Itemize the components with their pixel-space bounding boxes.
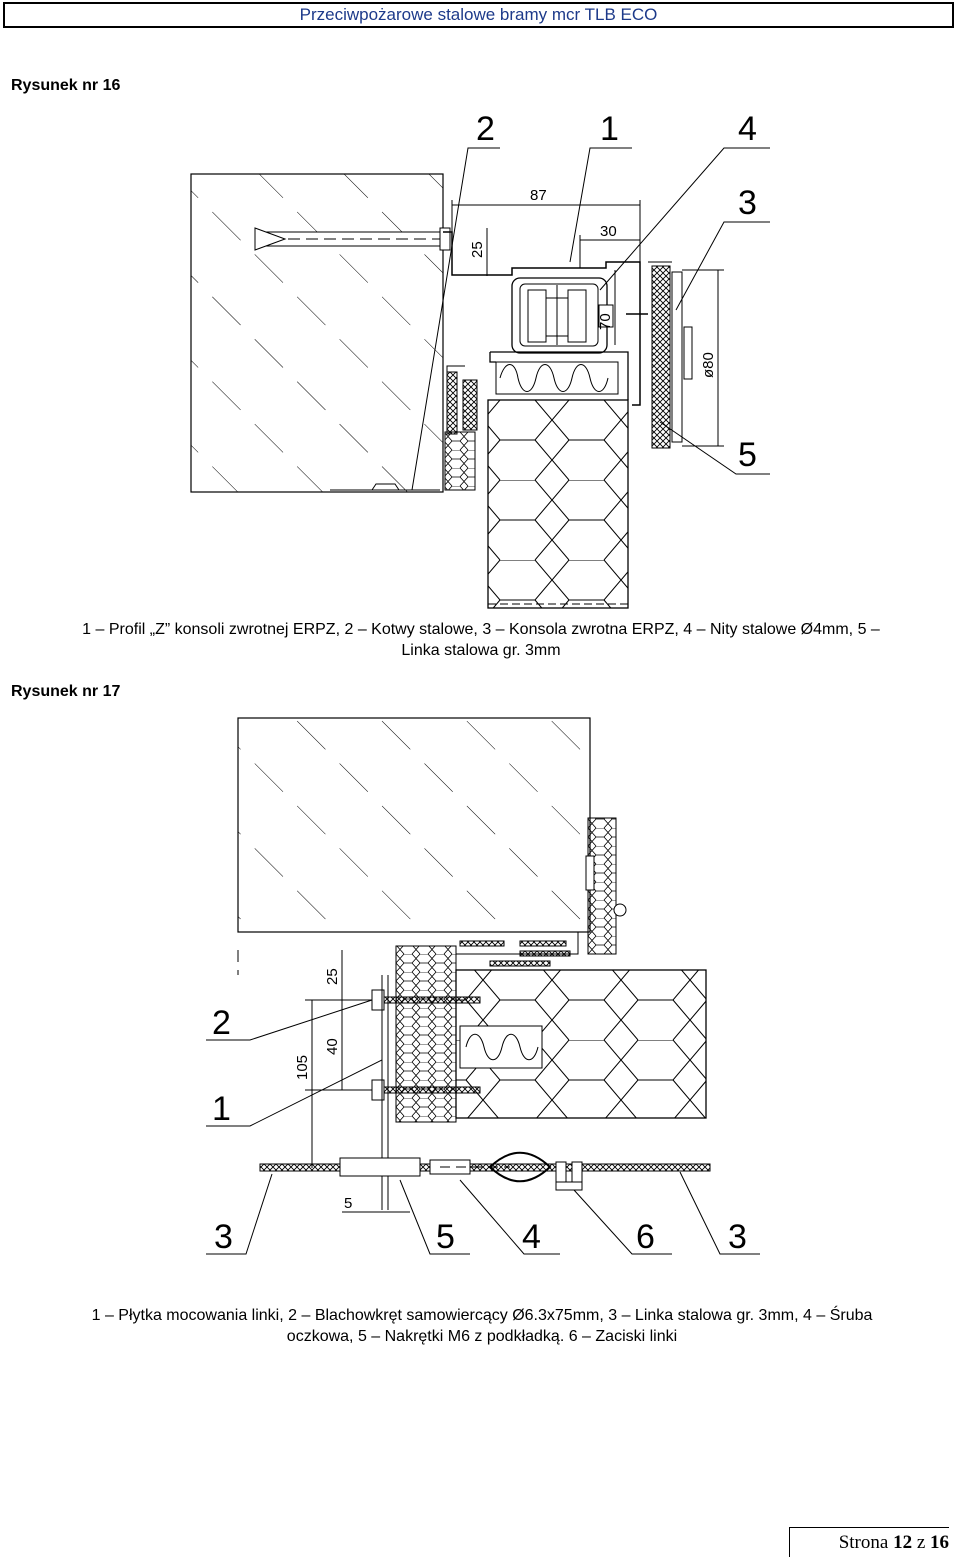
callout-2: 2 [206,999,373,1042]
self-drilling-screw-bottom [371,1079,481,1101]
figure-17-drawing: 25 40 105 5 2 1 3 5 4 6 3 [206,717,760,1256]
dim-40-label: 40 [324,1038,341,1055]
callout-2-label: 2 [476,110,495,148]
callout-3-label: 3 [738,184,757,222]
steel-cable [259,1163,711,1172]
dimension-25: 25 [469,228,488,276]
insulation-roll [495,361,619,395]
z-profile [443,231,612,276]
callout-5: 5 [399,1179,470,1256]
dim-105-label: 105 [294,1055,311,1080]
callout-3-right-label: 3 [728,1218,747,1256]
insulation-roll [459,1025,543,1069]
figure-17-caption-line-2: oczkowa, 5 – Nakrętki M6 z podkładką. 6 … [286,1328,678,1345]
dimension-40: 40 [324,1000,343,1090]
callout-5-label: 5 [436,1218,455,1256]
figure-17-caption-line-1: 1 – Płytka mocowania linki, 2 – Blachowk… [91,1307,873,1324]
callout-3: 3 [675,184,770,311]
callout-4: 4 [459,1179,560,1256]
callout-4-label: 4 [738,110,757,148]
footer-prefix: Strona [838,1532,894,1553]
figure-16-caption-line-2: Linka stalowa gr. 3mm [401,642,561,659]
header-title: Przeciwpożarowe stalowe bramy mcr TLB EC… [299,5,658,24]
figure-17-caption: 1 – Płytka mocowania linki, 2 – Blachowk… [10,1305,954,1347]
page-header: Przeciwpożarowe stalowe bramy mcr TLB EC… [3,2,954,28]
dimension-25: 25 [324,950,343,1000]
return-console [648,261,693,449]
dim-25-label: 25 [469,241,486,258]
dim-87-label: 87 [530,187,547,204]
footer-page-number: 12 [893,1532,913,1553]
figure-17-title: Rysunek nr 17 [11,683,121,700]
eye-bolt [339,1151,552,1183]
figure-16-caption-line-1: 1 – Profil „Z” konsoli zwrotnej ERPZ, 2 … [82,621,880,638]
dimension-80: ø80 [682,269,724,447]
callout-1: 1 [206,1059,383,1128]
callout-5: 5 [659,421,770,475]
steel-anchor [254,227,451,251]
dim-70-label: 70 [597,313,614,330]
footer-middle: z [912,1532,930,1553]
dim-25-label: 25 [324,968,341,985]
callout-4: 4 [599,110,770,291]
dimension-87: 87 [451,187,641,262]
door-panel [395,945,457,1123]
callout-2: 2 [411,110,500,491]
dimension-5: 5 [342,1195,410,1213]
concrete-wall [237,717,591,933]
footer-page-total: 16 [930,1532,949,1553]
dimension-70: 70 [597,270,616,345]
dim-5-label: 5 [344,1195,352,1212]
callout-1: 1 [569,110,632,263]
door-panel [487,399,629,609]
callout-6: 6 [573,1189,672,1256]
callout-3-left: 3 [206,1173,273,1256]
dimension-105: 105 [294,999,372,1168]
dim-30-label: 30 [600,223,617,240]
page-footer: Strona 12 z 16 [789,1527,949,1557]
callout-6-label: 6 [636,1218,655,1256]
cable-clamps [555,1161,583,1191]
figure-16-title: Rysunek nr 16 [11,77,121,94]
callout-3-left-label: 3 [214,1218,233,1256]
roller-carriage [511,277,614,354]
dim-80-label: ø80 [700,352,717,378]
callout-5-label: 5 [738,436,757,474]
callout-2-label: 2 [212,1004,231,1042]
callout-4-label: 4 [522,1218,541,1256]
callout-1-label: 1 [600,110,619,148]
callout-3-right: 3 [679,1171,760,1256]
callout-1-label: 1 [212,1090,231,1128]
dimension-30: 30 [579,223,640,268]
concrete-wall [190,173,444,493]
figure-16-caption: 1 – Profil „Z” konsoli zwrotnej ERPZ, 2 … [14,619,948,661]
figure-16-drawing: 87 30 25 70 ø80 2 1 4 3 5 [190,110,770,609]
